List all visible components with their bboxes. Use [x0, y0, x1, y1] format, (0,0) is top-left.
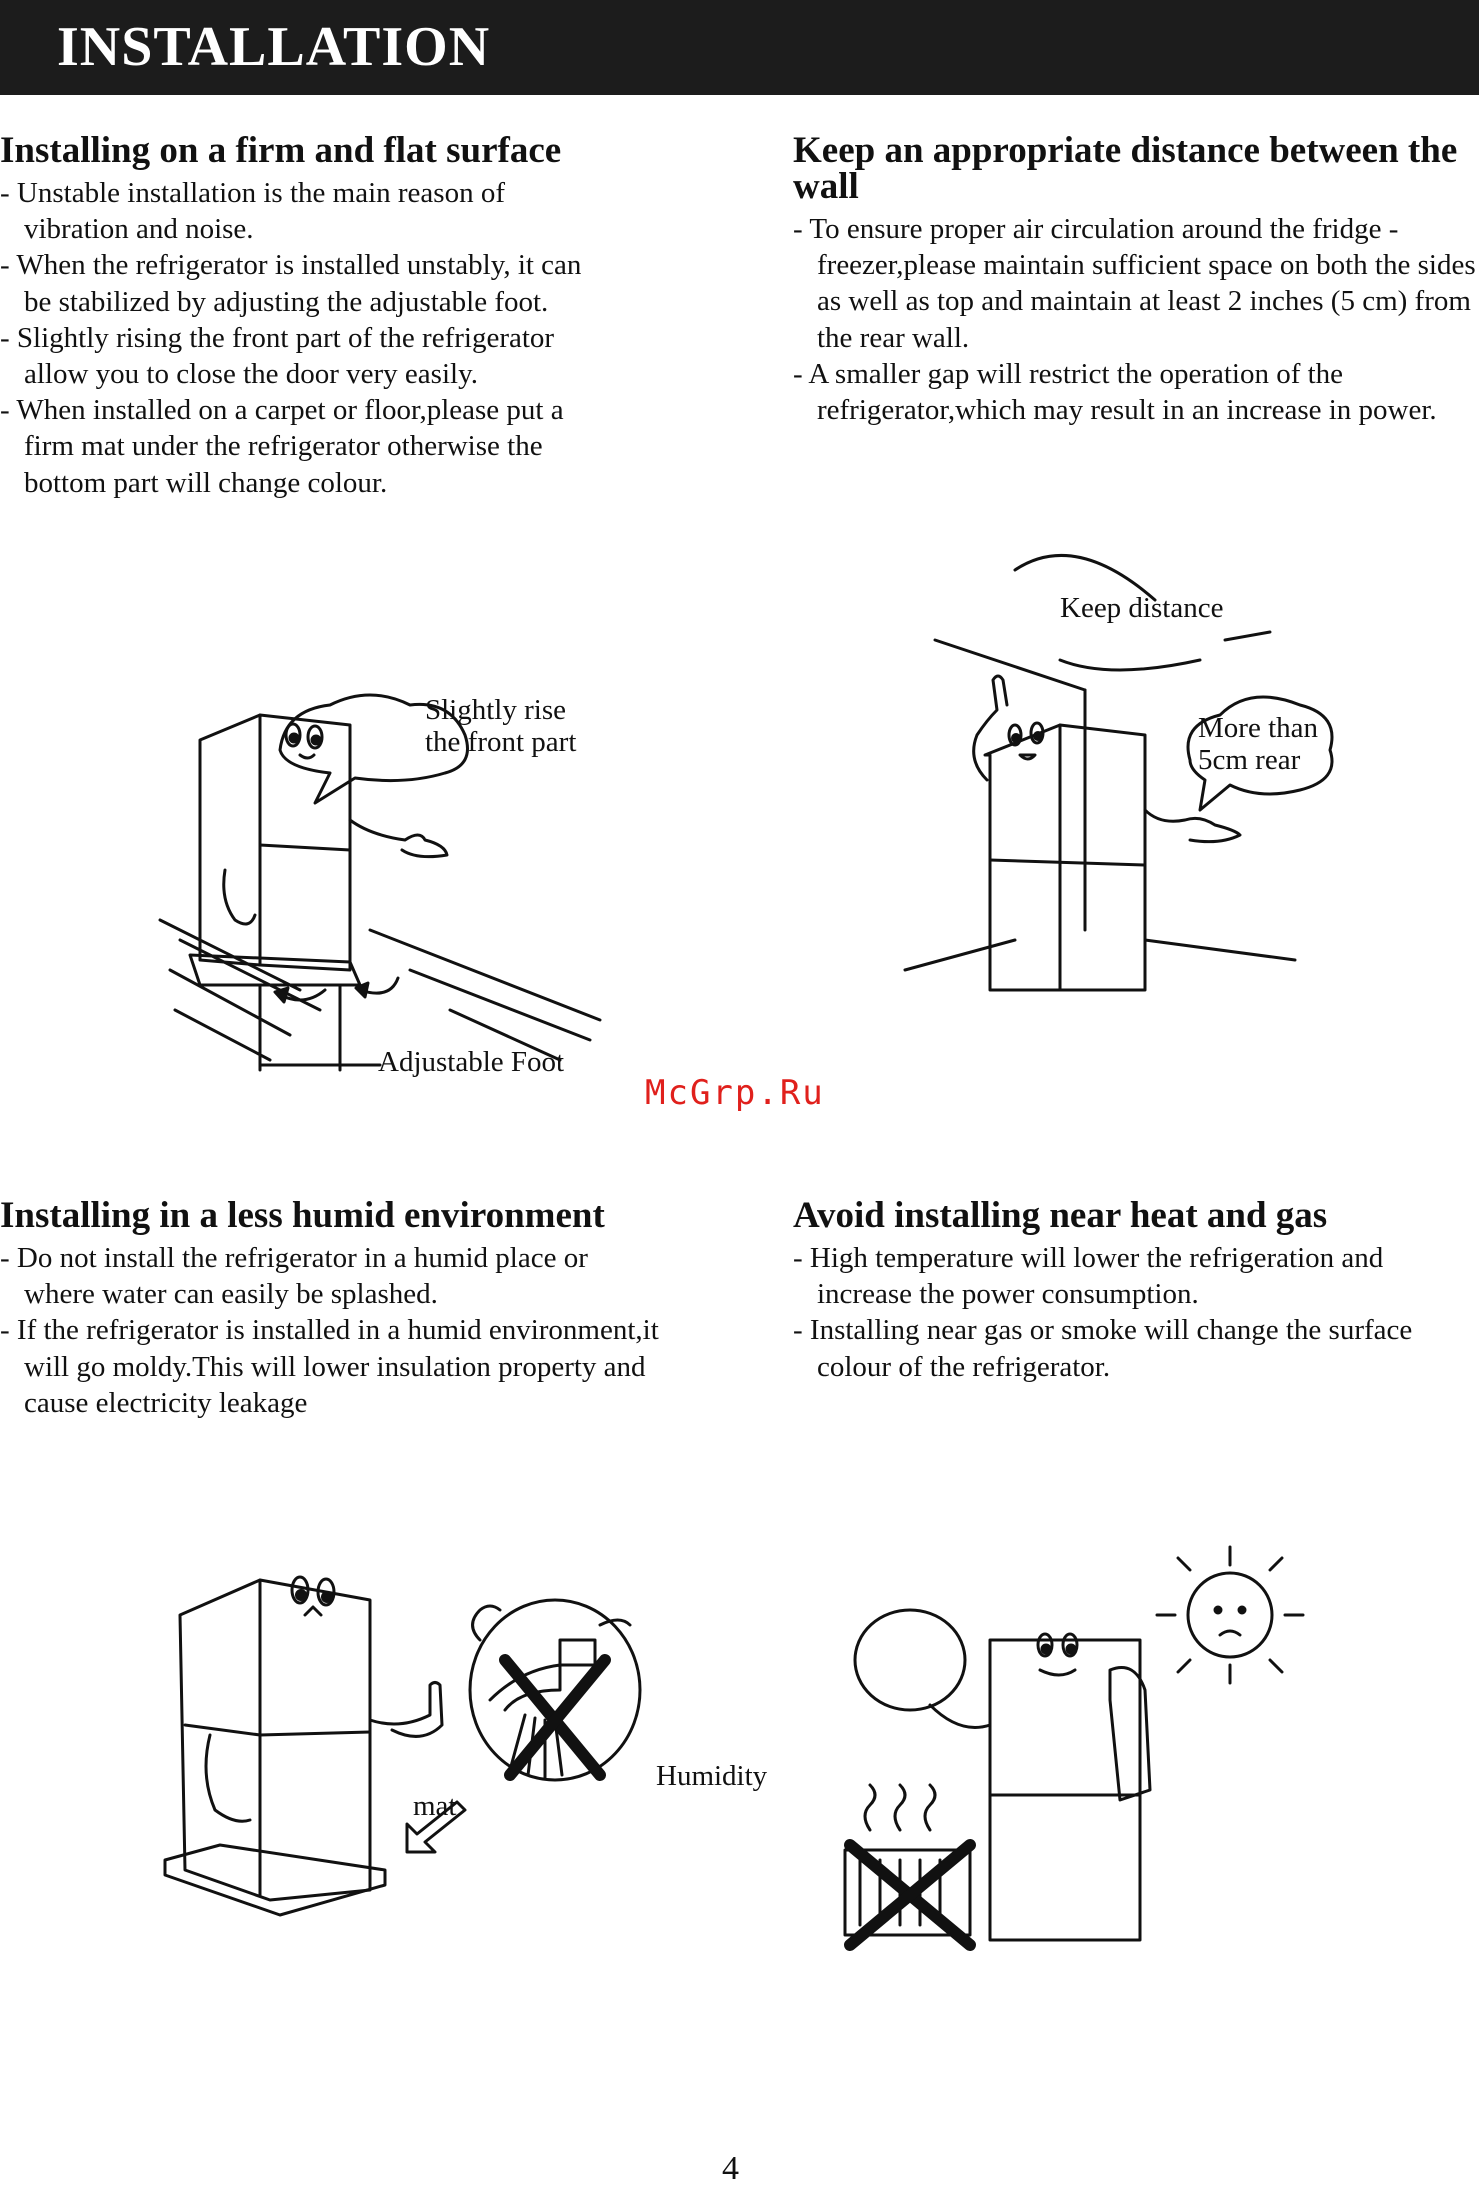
bullet-item: When installed on a carpet or floor,plea… [0, 392, 620, 501]
fridge-adjustable-foot-illustration [158, 693, 602, 1072]
fridge-humidity-illustration [163, 1575, 642, 1917]
section-heat-gas: Avoid installing near heat and gas High … [793, 1195, 1433, 1385]
section-title: Installing in a less humid environment [0, 1195, 605, 1236]
bullet-item: Slightly rising the front part of the re… [0, 320, 620, 392]
bubble-text-more-than: More than 5cm rear [1198, 712, 1318, 776]
label-humidity: Humidity [656, 1760, 768, 1792]
bullet-item: High temperature will lower the refriger… [793, 1240, 1433, 1312]
label-keep-distance: Keep distance [1060, 592, 1224, 624]
section-humid-environment: Installing in a less humid environment D… [0, 1195, 660, 1421]
bullet-list: To ensure proper air circulation around … [793, 211, 1479, 428]
bullet-item: A smaller gap will restrict the operatio… [793, 356, 1479, 428]
bullet-list: Unstable installation is the main reason… [0, 175, 620, 501]
section-firm-flat-surface: Installing on a firm and flat surface Un… [0, 130, 620, 501]
bullet-item: To ensure proper air circulation around … [793, 211, 1479, 356]
watermark: McGrp.Ru [645, 1073, 825, 1113]
section-title: Installing on a firm and flat surface [0, 130, 562, 171]
page-title: INSTALLATION [57, 16, 491, 78]
bullet-item: When the refrigerator is installed unsta… [0, 247, 620, 319]
bullet-list: Do not install the refrigerator in a hum… [0, 1240, 660, 1421]
bullet-item: If the refrigerator is installed in a hu… [0, 1312, 660, 1421]
section-title: Avoid installing near heat and gas [793, 1195, 1328, 1236]
bullet-item: Unstable installation is the main reason… [0, 175, 620, 247]
bullet-item: Do not install the refrigerator in a hum… [0, 1240, 660, 1312]
fridge-keep-distance-illustration [903, 554, 1334, 992]
bullet-item: Installing near gas or smoke will change… [793, 1312, 1433, 1384]
section-title: Keep an appropriate distance between the… [793, 130, 1458, 207]
page-number: 4 [722, 2150, 739, 2187]
header-banner: INSTALLATION [0, 0, 1479, 95]
label-mat: mat [413, 1790, 457, 1822]
bubble-text-slightly-rise: Slightly rise the front part [425, 694, 577, 758]
label-adjustable-foot: Adjustable Foot [378, 1046, 565, 1078]
fridge-heat-gas-illustration [843, 1545, 1305, 1951]
section-wall-distance: Keep an appropriate distance between the… [793, 130, 1479, 428]
bullet-list: High temperature will lower the refriger… [793, 1240, 1433, 1385]
